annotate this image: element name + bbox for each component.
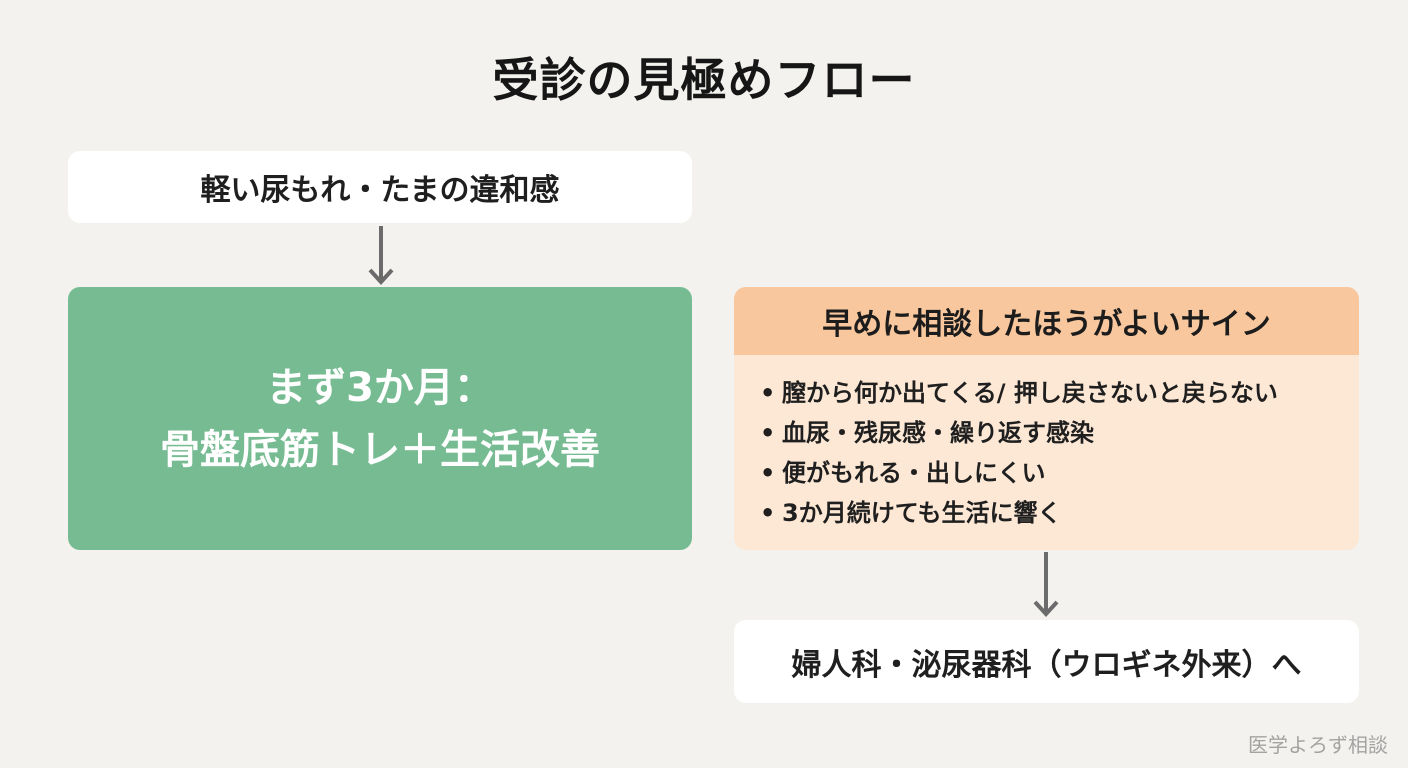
start-box: 軽い尿もれ・たまの違和感 [68,151,692,223]
arrow-down-icon [368,226,394,285]
main-line-2: 骨盤底筋トレ＋生活改善 [160,426,600,473]
main-recommendation-box: まず3か月： 骨盤底筋トレ＋生活改善 [68,287,692,550]
warning-signs-list: •膣から何か出てくる/ 押し戻さないと戻らない •血尿・残尿感・繰り返す感染 •… [734,355,1359,533]
main-line-1: まず3か月： [266,364,494,411]
list-item: •便がもれる・出しにくい [760,453,1359,493]
arrow-down-icon [1033,552,1059,617]
warning-signs-box: 早めに相談したほうがよいサイン •膣から何か出てくる/ 押し戻さないと戻らない … [734,287,1359,550]
destination-label: 婦人科・泌尿器科（ウロギネ外来）へ [791,647,1302,683]
start-label: 軽い尿もれ・たまの違和感 [200,173,560,208]
list-item: •3か月続けても生活に響く [760,493,1359,533]
list-item: •膣から何か出てくる/ 押し戻さないと戻らない [760,373,1359,413]
warning-signs-header: 早めに相談したほうがよいサイン [734,287,1359,355]
footer-credit: 医学よろず相談 [1248,733,1388,757]
bullet-icon: • [760,459,776,487]
page-title: 受診の見極めフロー [492,53,916,107]
bullet-icon: • [760,419,776,447]
destination-box: 婦人科・泌尿器科（ウロギネ外来）へ [734,620,1359,703]
bullet-icon: • [760,379,776,407]
list-item: •血尿・残尿感・繰り返す感染 [760,413,1359,453]
bullet-icon: • [760,499,776,527]
